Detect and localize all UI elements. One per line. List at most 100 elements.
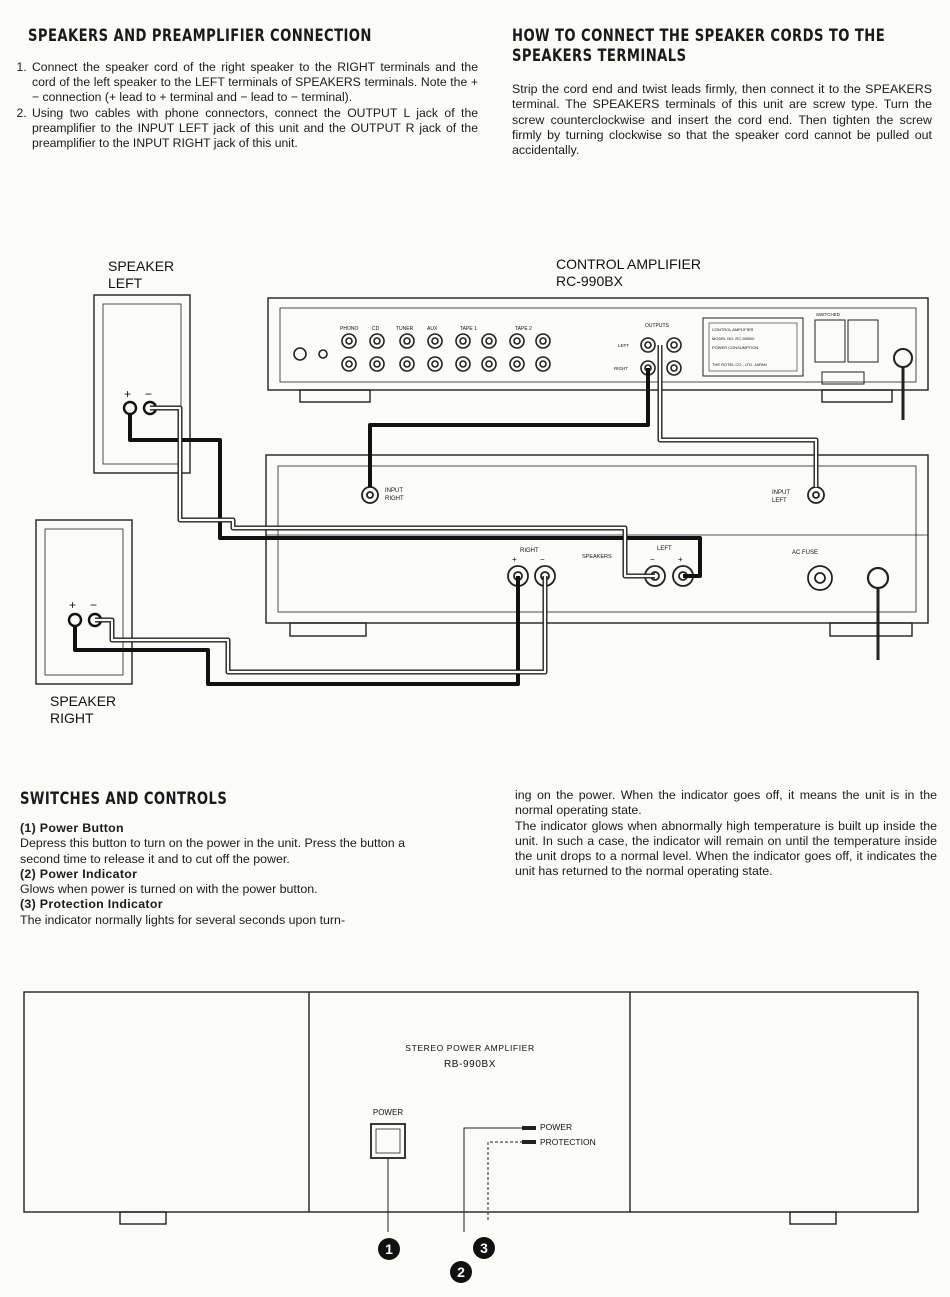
item-2-heading: (2) Power Indicator [20, 866, 138, 881]
section-title-cords-line1: HOW TO CONNECT THE SPEAKER CORDS TO THE [512, 26, 886, 46]
section-title-cords-line2: SPEAKERS TERMINALS [512, 46, 687, 66]
section-title-switches: SWITCHES AND CONTROLS [20, 789, 228, 809]
jack-out-left-label: LEFT [618, 343, 629, 348]
cable-input-right [368, 368, 650, 487]
callout-2-badge [450, 1261, 472, 1283]
fuse-holder [821, 371, 865, 385]
jack-outputs-label: OUTPUTS [645, 323, 670, 329]
speaker-left-plus-sign: + [124, 387, 131, 401]
section-title-cords: HOW TO CONNECT THE SPEAKER CORDS TO THE … [512, 26, 885, 66]
power-indicator-label: POWER [540, 1122, 572, 1132]
wire-left-black [128, 414, 702, 578]
callout-1-badge [378, 1238, 400, 1260]
switches-left-col: (1) Power Button Depress this button to … [20, 821, 442, 928]
wire-left-white-inner [150, 406, 655, 578]
jack-tape1-label: TAPE 1 [460, 326, 477, 332]
switches-right-col: ing on the power. When the indicator goe… [515, 788, 937, 880]
power-amp-foot-right [829, 622, 913, 637]
speaker-left-label-1: SPEAKER [108, 258, 174, 274]
item-3-text: The indicator normally lights for severa… [20, 912, 346, 927]
front-panel-body [23, 991, 919, 1213]
section-title-connection: SPEAKERS AND PREAMPLIFIER CONNECTION [28, 26, 372, 46]
callout-1: 1 [378, 1238, 400, 1260]
control-amp-label-2: RC-990BX [556, 273, 624, 289]
callout-3-badge [473, 1237, 495, 1259]
control-amp-panel [279, 307, 917, 383]
control-amp-foot-right [821, 389, 893, 403]
jack-aux-label: AUX [427, 326, 438, 332]
connection-steps: Connect the speaker cord of the right sp… [0, 60, 478, 151]
speaker-right-label-2: RIGHT [50, 710, 94, 726]
power-amp-foot-left [289, 622, 367, 637]
speaker-right-label-1: SPEAKER [50, 693, 116, 709]
model-line-1: STEREO POWER AMPLIFIER [405, 1043, 534, 1053]
protection-indicator-label: PROTECTION [540, 1137, 596, 1147]
front-foot-left [119, 1211, 167, 1225]
front-panel-diagram: STEREO POWER AMPLIFIER RB-990BX POWER PO… [23, 991, 919, 1283]
cable-input-left-inner [658, 345, 818, 487]
cords-body: Strip the cord end and twist leads firml… [512, 82, 932, 158]
callout-1-number: 1 [385, 1241, 393, 1257]
control-amp-foot-left [299, 389, 371, 403]
speaker-right-plus-sign: + [69, 598, 76, 612]
item-2-text: Glows when power is turned on with the p… [20, 882, 318, 897]
jack-tape2-label: TAPE 2 [515, 326, 532, 332]
callout-3: 3 [473, 1237, 495, 1259]
input-left-label-1: INPUT [772, 490, 790, 496]
power-button-inner [375, 1128, 401, 1154]
speaker-left-box [93, 294, 191, 474]
item-1-heading: (1) Power Button [20, 821, 124, 835]
terminal-speakers-label: SPEAKERS [582, 554, 612, 560]
callout-2: 2 [450, 1261, 472, 1283]
speaker-right-box [35, 519, 133, 685]
step-2: Using two cables with phone connectors, … [30, 106, 478, 152]
terminal-left-plus: + [678, 555, 683, 564]
callout-2-number: 2 [457, 1264, 465, 1280]
control-amp-jacks [293, 333, 913, 376]
jack-out-right-label: RIGHT [614, 366, 628, 371]
speaker-right-inner [44, 528, 124, 676]
protection-indicator-led [522, 1140, 536, 1144]
leader-power-indicator [463, 1127, 525, 1232]
control-amp-body [267, 297, 929, 391]
power-button-label: POWER [373, 1108, 403, 1117]
step-1: Connect the speaker cord of the right sp… [30, 60, 478, 106]
protection-text-2: The indicator glows when abnormally high… [515, 818, 937, 879]
model-line-2: RB-990BX [444, 1059, 496, 1070]
wiring-diagram: SPEAKER LEFT SPEAKER RIGHT CONTROL AMPLI… [35, 256, 929, 726]
plate-line-4: THE ROTEL CO., LTD. JAPAN [712, 362, 767, 367]
terminal-right-label: RIGHT [520, 548, 539, 554]
jack-phono-label: PHONO [340, 326, 358, 332]
input-right-label-2: RIGHT [385, 496, 404, 502]
jack-cd-label: CD [372, 326, 380, 332]
rating-plate-inner [708, 322, 798, 372]
item-1-text: Depress this button to turn on the power… [20, 836, 406, 866]
outlet-1 [814, 319, 846, 363]
power-indicator-led [522, 1126, 536, 1130]
leader-protection-indicator [487, 1141, 525, 1220]
input-left-label-2: LEFT [772, 498, 787, 504]
speaker-left-plus-terminal [122, 400, 138, 416]
callout-3-number: 3 [480, 1240, 488, 1256]
plate-line-3: POWER CONSUMPTION [712, 345, 758, 350]
power-amp-terminals [361, 486, 890, 591]
speaker-left-inner [102, 303, 182, 465]
speaker-left-label-2: LEFT [108, 275, 143, 291]
control-amp-label-1: CONTROL AMPLIFIER [556, 256, 701, 272]
terminal-left-label: LEFT [657, 546, 672, 552]
speaker-right-plus-terminal [67, 612, 83, 628]
speaker-right-minus-sign: − [90, 598, 97, 612]
wire-right-white-inner [95, 576, 547, 674]
front-foot-right [789, 1211, 837, 1225]
rating-plate [702, 317, 804, 377]
protection-text-cont: ing on the power. When the indicator goe… [515, 788, 937, 818]
plate-line-1: CONTROL AMPLIFIER [712, 327, 754, 332]
outlet-2 [847, 319, 879, 363]
ac-fuse-label: AC FUSE [792, 550, 818, 556]
item-3-heading: (3) Protection Indicator [20, 897, 163, 912]
jack-tuner-label: TUNER [396, 326, 414, 332]
plate-line-2: MODEL NO. RC-990BX [712, 336, 755, 341]
terminal-right-plus: + [512, 555, 517, 564]
switched-label: SWITCHED [816, 312, 841, 317]
wire-right-black [73, 576, 520, 686]
